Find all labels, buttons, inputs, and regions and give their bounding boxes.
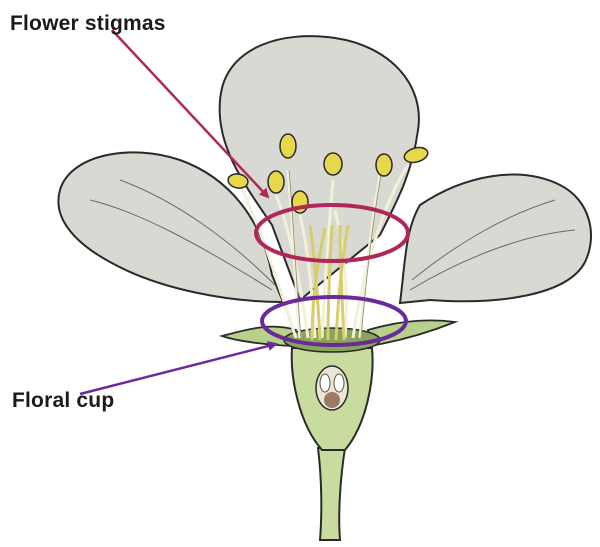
right-sepal: [368, 320, 455, 346]
stem: [318, 448, 345, 540]
right-petal: [400, 175, 591, 303]
flower-stigmas-label: Flower stigmas: [10, 12, 166, 36]
floral-cup-label: Floral cup: [12, 389, 114, 413]
floral-cup-arrow: [80, 344, 276, 394]
